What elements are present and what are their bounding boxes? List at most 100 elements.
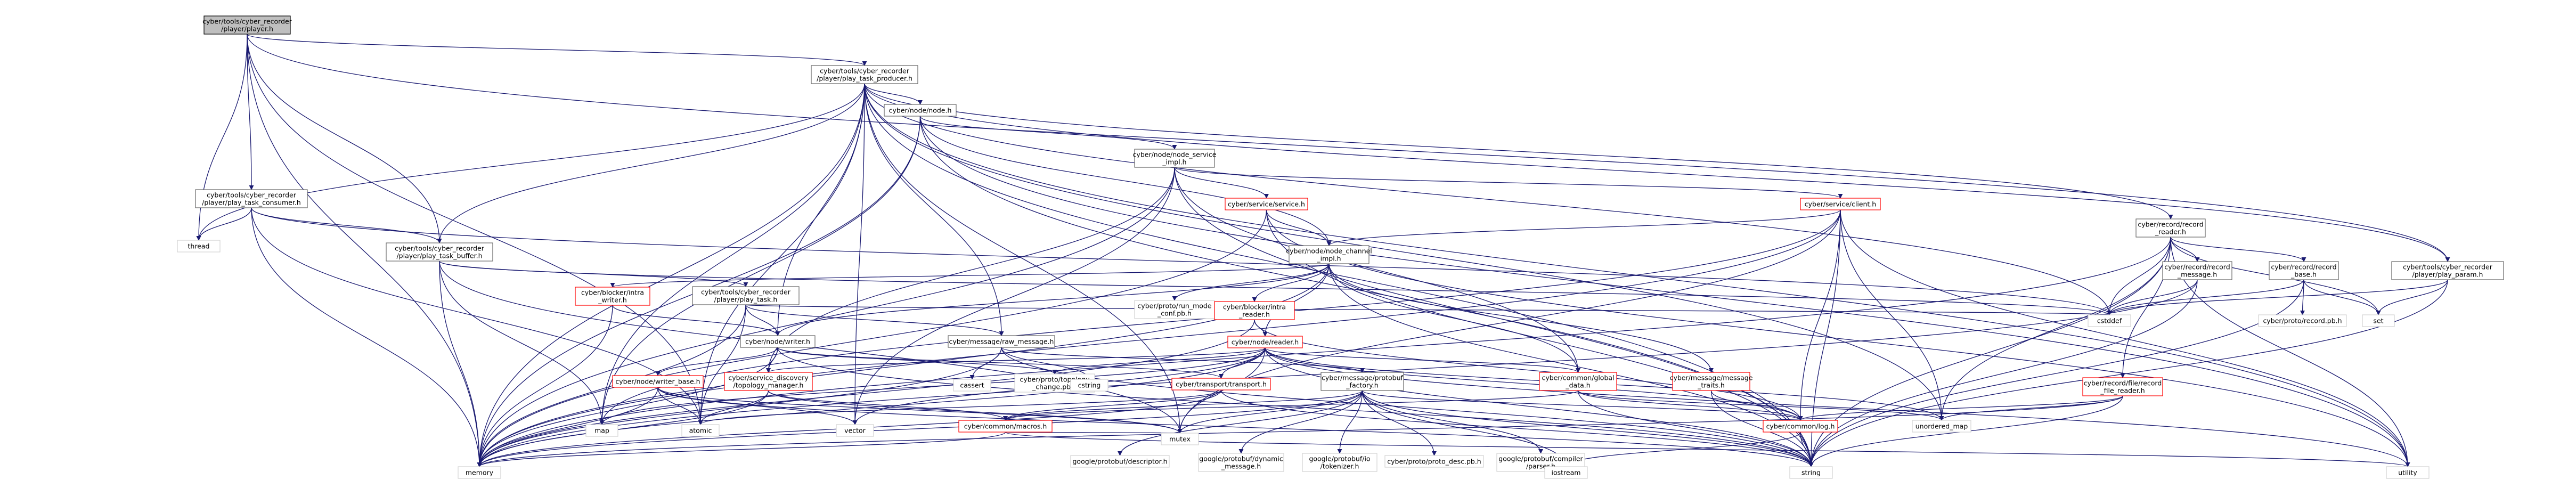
node-vector[interactable]: vector — [836, 424, 874, 437]
edge-protobuf_factory_h-to-gp_io_tokenizer — [1337, 390, 1363, 454]
node-map[interactable]: map — [585, 424, 618, 437]
node-writer-base-h[interactable]: cyber/node/writer_base.h — [612, 375, 704, 388]
node-play-task-buffer-h[interactable]: cyber/tools/cyber_recorder/player/play_t… — [386, 242, 493, 262]
edge-play_task_producer_h-to-memory — [477, 83, 865, 467]
node-macros-h[interactable]: cyber/common/macros.h — [958, 420, 1053, 433]
node-node-service-impl-h[interactable]: cyber/node/node_service_impl.h — [1133, 149, 1217, 168]
node-box — [2362, 314, 2395, 327]
node-log-h[interactable]: cyber/common/log.h — [1763, 420, 1838, 433]
node-iostream[interactable]: iostream — [1544, 466, 1588, 479]
edge-transport_h-to-atomic — [698, 389, 1222, 425]
node-box — [2391, 261, 2504, 280]
node-box — [958, 420, 1053, 433]
edge-player_h-to-play_task_producer_h — [247, 34, 867, 66]
node-proto-run-mode-conf[interactable]: cyber/proto/run_mode_conf.pb.h — [1134, 300, 1215, 319]
edge-play_task_consumer_h-to-thread — [196, 207, 252, 241]
edge-message_traits_h-to-log_h — [1710, 390, 1803, 421]
edge-intra_writer_h-to-writer_h — [612, 305, 780, 336]
node-box — [953, 379, 991, 392]
edge-node_h-to-utility — [919, 116, 2410, 467]
node-intra-writer-h[interactable]: cyber/blocker/intra_writer.h — [575, 287, 650, 306]
node-record-pb-h[interactable]: cyber/proto/record.pb.h — [2258, 314, 2347, 327]
node-play-task-h[interactable]: cyber/tools/cyber_recorder/player/play_t… — [692, 286, 800, 305]
edge-writer_base_h-to-atomic — [657, 387, 703, 425]
node-label: iostream — [1552, 469, 1581, 477]
node-label: mutex — [1169, 435, 1191, 443]
node-box — [458, 466, 501, 479]
node-unordered-map[interactable]: unordered_map — [1912, 420, 1971, 433]
node-box — [1289, 245, 1369, 264]
node-record-base-h[interactable]: cyber/record/record_base.h — [2269, 261, 2339, 280]
edge-writer_h-to-transport_h — [777, 347, 1224, 379]
node-proto-desc-pb[interactable]: cyber/proto/proto_desc.pb.h — [1384, 455, 1484, 468]
edge-client_h-to-memory — [477, 209, 1841, 467]
node-record-message-h[interactable]: cyber/record/record_message.h — [2162, 261, 2232, 280]
node-cstring[interactable]: cstring — [1070, 379, 1108, 392]
node-label: cstring — [1078, 381, 1101, 389]
edge-record_reader_h-to-utility — [2170, 237, 2410, 467]
node-global-data-h[interactable]: cyber/common/global_data.h — [1539, 372, 1617, 391]
node-box — [1134, 149, 1215, 168]
node-label: /topology_manager.h — [733, 381, 804, 389]
node-writer-h[interactable]: cyber/node/writer.h — [740, 335, 816, 348]
node-atomic[interactable]: atomic — [681, 424, 720, 437]
node-cstddef[interactable]: cstddef — [2088, 314, 2131, 327]
node-transport-h[interactable]: cyber/transport/transport.h — [1171, 378, 1271, 390]
node-client-h[interactable]: cyber/service/client.h — [1800, 198, 1881, 210]
node-box — [585, 424, 618, 437]
edge-player_h-to-play_task_consumer_h — [247, 34, 254, 190]
node-play-task-producer-h[interactable]: cyber/tools/cyber_recorder/player/play_t… — [811, 65, 918, 84]
node-label: thread — [188, 242, 210, 250]
node-set[interactable]: set — [2362, 314, 2395, 327]
edge-reader_h-to-mutex — [1177, 347, 1266, 434]
edge-global_data_h-to-string — [1577, 390, 1814, 467]
node-memory[interactable]: memory — [458, 466, 501, 479]
node-label: vector — [844, 427, 866, 435]
node-label: cyber/node/writer_base.h — [615, 378, 700, 386]
node-string[interactable]: string — [1789, 466, 1833, 479]
node-label: cassert — [960, 381, 984, 389]
node-intra-reader-h[interactable]: cyber/blocker/intra_reader.h — [1214, 301, 1295, 320]
node-box — [2082, 377, 2163, 396]
edge-reader_h-to-map — [599, 347, 1266, 425]
node-player-h[interactable]: cyber/tools/cyber_recorder/player/player… — [202, 15, 292, 35]
node-gp-descriptor[interactable]: google/protobuf/descriptor.h — [1070, 455, 1170, 468]
node-label: cyber/common/global — [1542, 374, 1614, 382]
edge-global_data_h-to-log_h — [1577, 390, 1803, 421]
node-box — [1800, 198, 1881, 210]
edge-play_task_buffer_h-to-memory — [439, 261, 482, 467]
node-box — [386, 242, 493, 262]
node-box — [884, 104, 957, 117]
node-box — [575, 287, 650, 306]
node-raw-message-h[interactable]: cyber/message/raw_message.h — [948, 335, 1055, 348]
node-record-file-reader-h[interactable]: cyber/record/file/record_file_reader.h — [2082, 377, 2163, 396]
node-label: google/protobuf/dynamic — [1199, 455, 1283, 463]
node-node-h[interactable]: cyber/node/node.h — [884, 104, 957, 117]
node-record-reader-h[interactable]: cyber/record/record_reader.h — [2135, 218, 2206, 238]
edge-play_task_producer_h-to-cstddef — [864, 83, 2112, 315]
node-protobuf-factory-h[interactable]: cyber/message/protobuf_factory.h — [1320, 372, 1404, 391]
node-box — [1198, 453, 1284, 472]
node-thread[interactable]: thread — [177, 240, 221, 253]
node-message-traits-h[interactable]: cyber/message/message_traits.h — [1670, 372, 1753, 391]
node-reader-h[interactable]: cyber/node/reader.h — [1227, 336, 1303, 348]
node-box — [1302, 453, 1377, 472]
node-gp-io-tokenizer[interactable]: google/protobuf/io/tokenizer.h — [1302, 453, 1377, 472]
node-box — [948, 335, 1055, 348]
node-gp-dynamic-message[interactable]: google/protobuf/dynamic_message.h — [1198, 453, 1284, 472]
node-utility[interactable]: utility — [2386, 466, 2430, 479]
node-cassert[interactable]: cassert — [953, 379, 991, 392]
node-node-channel-impl-h[interactable]: cyber/node/node_channel_impl.h — [1286, 245, 1372, 264]
edge-play_task_producer_h-to-play_task_buffer_h — [437, 83, 865, 243]
node-service-h[interactable]: cyber/service/service.h — [1225, 198, 1308, 210]
edge-service_h-to-memory — [477, 209, 1267, 467]
node-play-task-consumer-h[interactable]: cyber/tools/cyber_recorder/player/play_t… — [195, 189, 308, 208]
node-topology-manager-h[interactable]: cyber/service_discovery/topology_manager… — [724, 372, 813, 391]
edge-reader_h-to-string — [1265, 347, 1814, 467]
node-label: cyber/record/file/record — [2084, 379, 2162, 387]
node-label: /player/play_task.h — [714, 296, 778, 304]
node-label: _conf.pb.h — [1157, 310, 1192, 318]
node-mutex[interactable]: mutex — [1161, 433, 1199, 445]
node-play-param-h[interactable]: cyber/tools/cyber_recorder/player/play_p… — [2391, 261, 2504, 280]
